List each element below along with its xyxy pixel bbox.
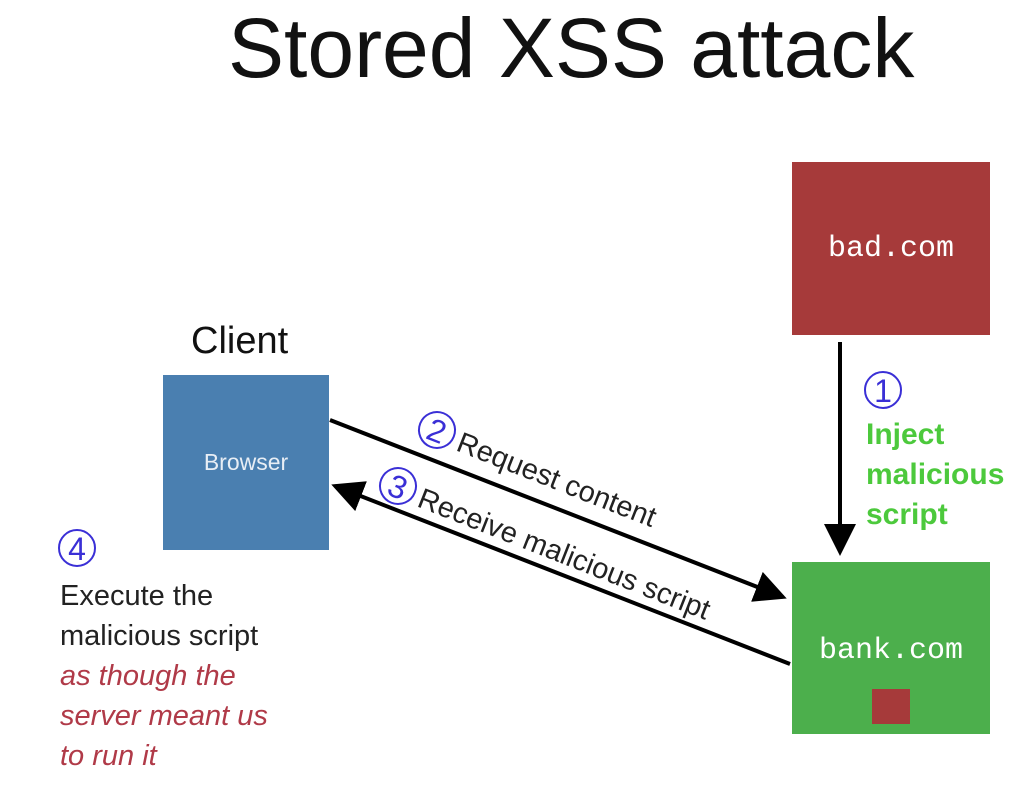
stored-script-marker: [872, 689, 910, 724]
browser-label: Browser: [203, 449, 289, 475]
response-arrow: [331, 481, 791, 666]
step-1-circle: [864, 371, 902, 409]
server-node: bank.com: [792, 562, 990, 734]
server-label: bank.com: [818, 634, 964, 668]
attacker-node: bad.com: [792, 162, 990, 335]
step-1-label: Inject malicious script: [866, 415, 1004, 535]
step-4-badge: 4: [58, 529, 96, 567]
step-1-badge: 1: [864, 371, 902, 409]
step-4-emphasis-line: server meant us: [60, 700, 268, 732]
step-4-line: Execute the: [60, 580, 214, 612]
request-arrow: [329, 418, 787, 602]
step-4-emphasis-line: to run it: [60, 740, 157, 772]
step-2-circle: [418, 411, 456, 449]
client-label: Client: [191, 320, 289, 362]
step-1-label-line: script: [866, 498, 948, 531]
step-4-circle: [58, 529, 96, 567]
step-3-circle: [379, 467, 417, 505]
step-1-number: 1: [874, 373, 892, 409]
attacker-label: bad.com: [827, 231, 955, 266]
step-1-label-line: malicious: [866, 458, 1005, 491]
step-4-emphasis-line: as though the: [60, 660, 236, 692]
step-4-description: Execute the malicious script as though t…: [60, 576, 268, 776]
step-4-line: malicious script: [60, 620, 259, 652]
diagram-title: Stored XSS attack: [228, 1, 915, 95]
browser-node: Browser: [163, 375, 329, 550]
step-4-number: 4: [68, 531, 86, 567]
step-1-label-line: Inject: [866, 418, 945, 451]
